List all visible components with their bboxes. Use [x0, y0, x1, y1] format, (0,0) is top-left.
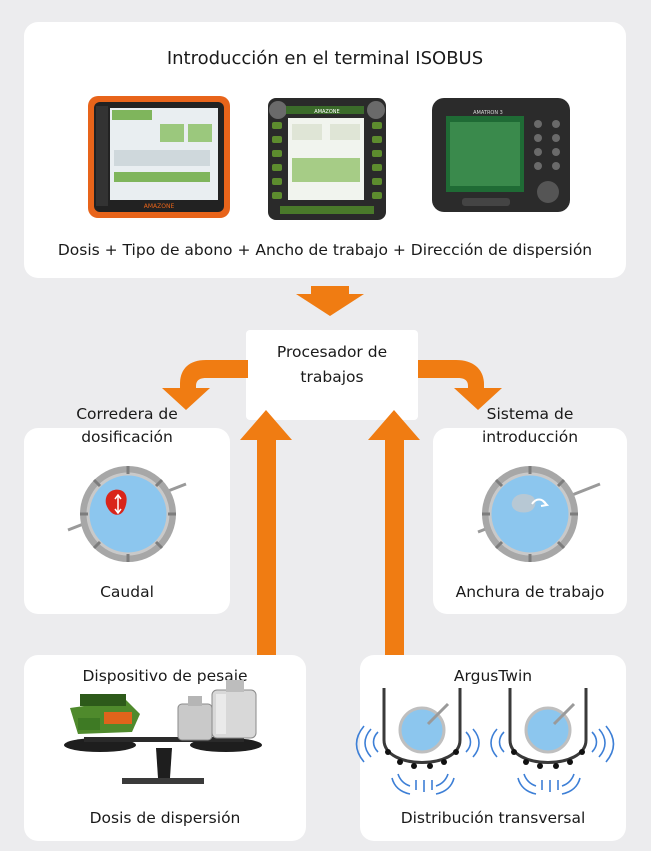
arrow-down-icon [296, 286, 364, 316]
weighing-device-caption: Dosis de dispersión [89, 809, 241, 827]
argustwin-sensors-icon [355, 688, 615, 795]
input-system-disc-icon [477, 466, 601, 562]
argustwin-card [360, 655, 626, 841]
input-system-caption: Anchura de trabajo [455, 583, 605, 601]
weighing-device-title: Dispositivo de pesaje [82, 667, 248, 685]
flow-arrows [162, 286, 502, 655]
dosing-slide-caption: Caudal [100, 583, 154, 601]
processor-label-line2: trabajos [300, 368, 364, 386]
isobus-caption: Dosis + Tipo de abono + Ancho de trabajo… [57, 241, 593, 259]
input-system-title-line1: Sistema de [486, 405, 574, 423]
terminal-right-icon: AMATRON 3 [432, 98, 570, 212]
dosing-slide-disc-icon [67, 466, 187, 562]
argustwin-caption: Distribución transversal [400, 809, 586, 827]
job-processor-box [246, 330, 418, 420]
dosing-slide-title-line1: Corredera de [76, 405, 178, 423]
arrow-curve-left-icon [162, 360, 248, 410]
weighing-scale-icon [64, 680, 262, 784]
isobus-title: Introducción en el terminal ISOBUS [166, 48, 484, 69]
arrow-curve-right-icon [418, 360, 502, 410]
radar-waves-icon [355, 725, 615, 795]
arrow-up-right-icon [368, 410, 420, 655]
processor-label-line1: Procesador de [276, 343, 388, 361]
arrow-up-left-icon [240, 410, 292, 655]
terminal-right-brand: AMATRON 3 [473, 110, 503, 116]
dosing-slide-title-line2: dosificación [81, 428, 173, 446]
input-system-title-line2: introducción [481, 428, 579, 446]
terminal-left-brand: AMAZONE [144, 203, 175, 210]
terminal-middle-icon: AMAZONE [268, 98, 386, 220]
terminal-middle-brand: AMAZONE [314, 109, 339, 115]
terminal-left-icon: AMAZONE [88, 96, 230, 218]
argustwin-title: ArgusTwin [453, 667, 533, 685]
